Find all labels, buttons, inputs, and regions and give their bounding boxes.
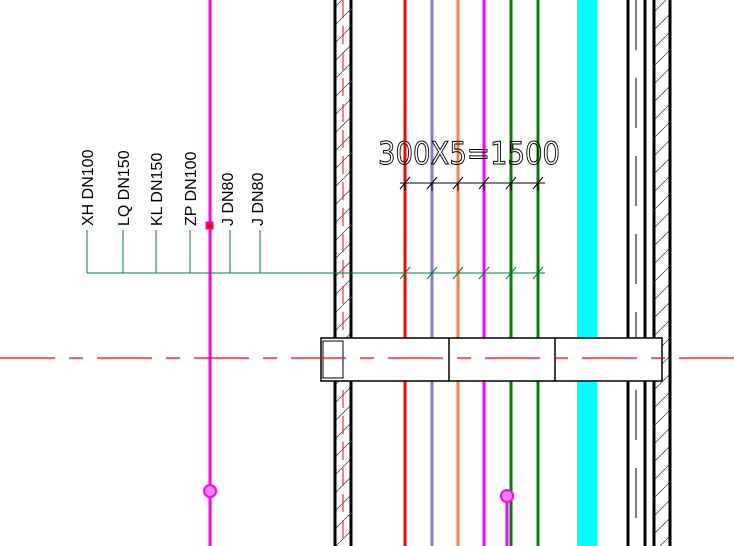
leader-slash — [478, 266, 490, 280]
pipe-label-leader — [86, 230, 545, 280]
pipe-label: LQ DN150 — [116, 150, 133, 226]
right-wall — [626, 0, 672, 546]
riser-symbol-icon[interactable] — [500, 489, 514, 503]
wall-sleeve — [320, 337, 663, 382]
dimension-text: 300X5=1500 — [378, 136, 560, 172]
grip-point-icon[interactable] — [205, 221, 214, 230]
pipe-label: ZP DN100 — [183, 151, 200, 226]
leader-slash — [426, 266, 438, 280]
pipe-label: J DN80 — [250, 173, 267, 226]
pipe-labels: XH DN100 LQ DN150 KL DN150 ZP DN100 J DN… — [80, 149, 267, 226]
pipe-label: J DN80 — [220, 173, 237, 226]
leader-slash — [505, 266, 517, 280]
leader-slash — [399, 266, 411, 280]
pipe-label: KL DN150 — [149, 153, 166, 226]
riser-symbol-icon[interactable] — [203, 484, 217, 498]
pipe-label: XH DN100 — [80, 149, 97, 226]
leader-slash — [452, 266, 464, 280]
leader-slash — [532, 266, 544, 280]
dimension-line — [399, 176, 545, 191]
cyan-duct — [577, 0, 597, 546]
